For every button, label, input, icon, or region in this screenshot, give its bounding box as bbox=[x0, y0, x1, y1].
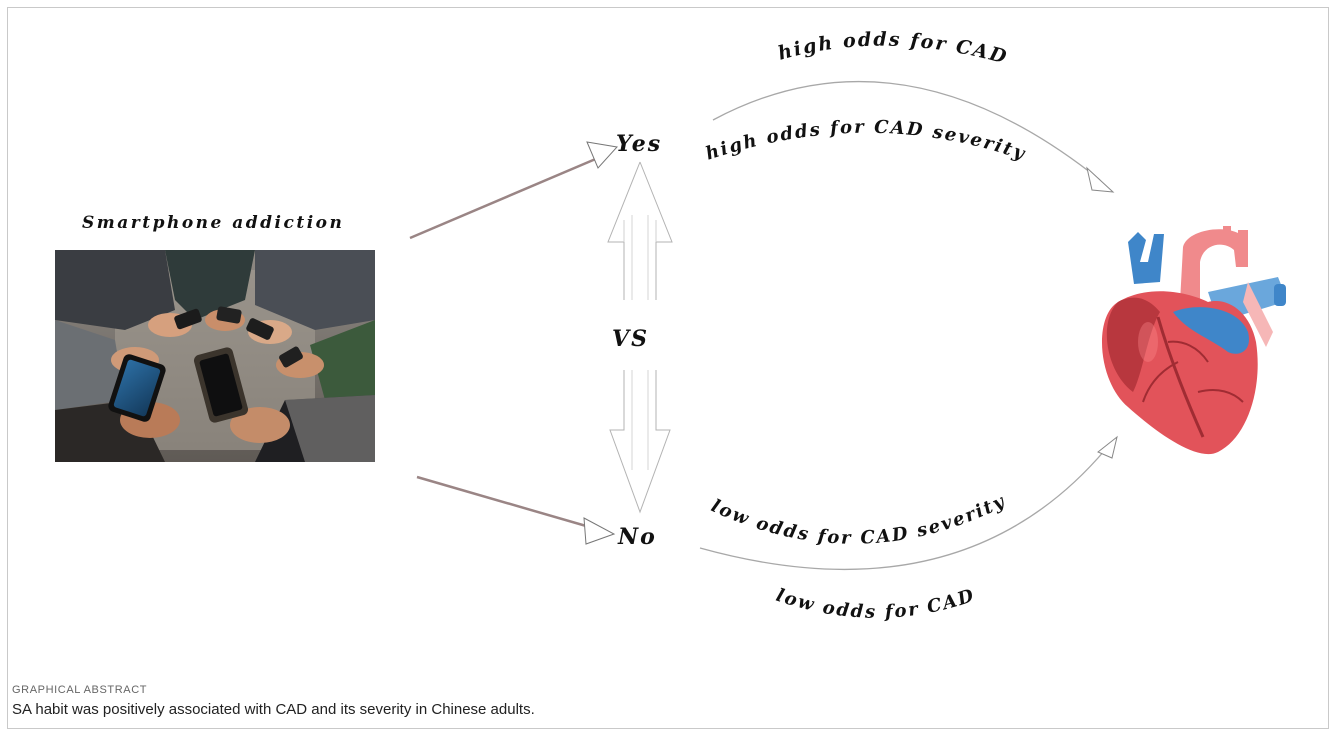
vs-label: VS bbox=[612, 326, 649, 352]
high-odds-cad-label: high odds for CAD bbox=[776, 29, 1011, 69]
heart-icon bbox=[1088, 222, 1288, 462]
high-odds-cad-severity-label: high odds for CAD severity bbox=[703, 117, 1029, 165]
smartphone-users-photo bbox=[55, 250, 375, 462]
curved-arrow-no-to-heart bbox=[699, 435, 1118, 570]
curved-arrow-yes-to-heart bbox=[712, 81, 1115, 193]
low-odds-cad-severity-label: low odds for CAD severity bbox=[708, 490, 1009, 548]
yes-label: Yes bbox=[616, 131, 663, 157]
caption-kicker: GRAPHICAL ABSTRACT bbox=[12, 684, 148, 696]
low-odds-cad-label: low odds for CAD bbox=[773, 585, 978, 623]
smartphone-addiction-label: Smartphone addiction bbox=[82, 213, 345, 233]
arrow-to-yes bbox=[409, 141, 618, 240]
graphical-abstract-diagram: Smartphone addiction bbox=[55, 29, 1288, 623]
arrow-to-no bbox=[416, 475, 616, 545]
no-label: No bbox=[618, 524, 657, 550]
double-up-arrow bbox=[607, 161, 673, 300]
double-down-arrow bbox=[609, 370, 671, 514]
caption-text: SA habit was positively associated with … bbox=[12, 701, 535, 718]
